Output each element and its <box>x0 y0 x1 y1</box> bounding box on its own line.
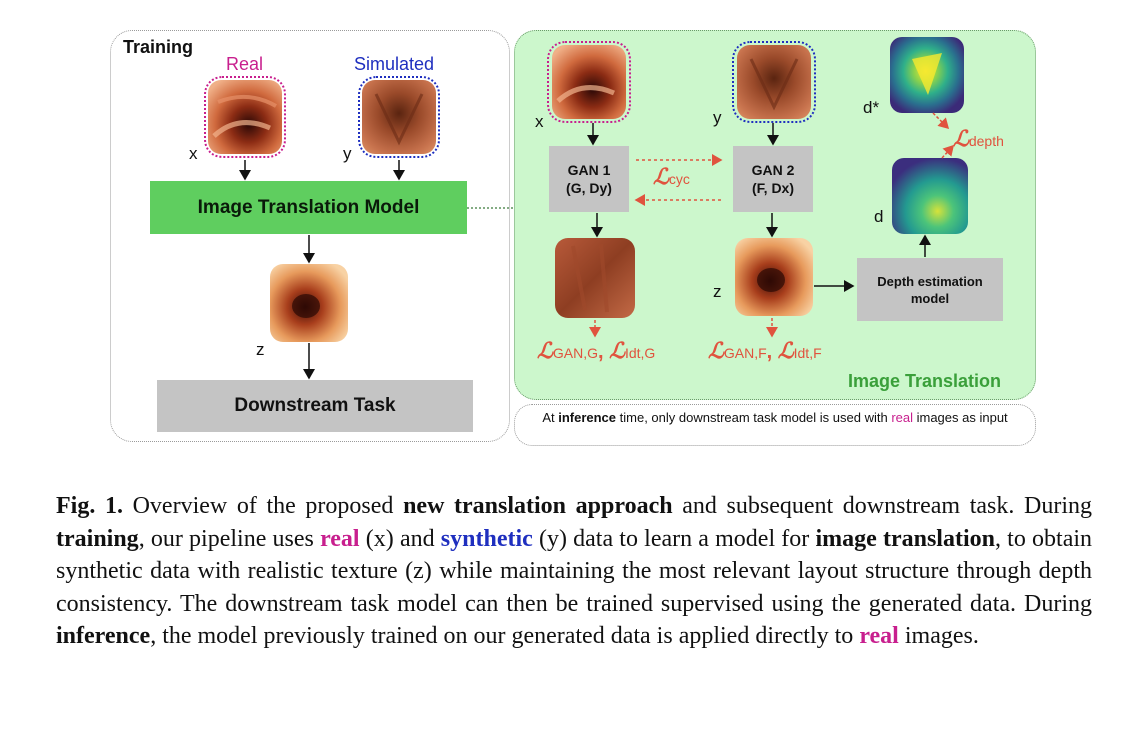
training-panel <box>110 30 510 442</box>
real-image-frame <box>204 76 286 158</box>
z-label-training: z <box>256 340 265 359</box>
gan1-title: GAN 1 <box>567 162 611 178</box>
caption-real-2: real <box>859 623 899 649</box>
simulated-label: Simulated <box>354 54 435 74</box>
gan-f-losses: ℒGAN,F, ℒIdt,F <box>708 338 822 364</box>
gan2-box: GAN 2 (F, Dx) <box>733 146 813 212</box>
gan1-params: (G, Dy) <box>566 180 612 196</box>
depth-estimation-line1: Depth estimation <box>877 273 983 289</box>
gan-g-losses: ℒGAN,G, ℒIdt,G <box>537 338 656 364</box>
depth-estimation-box: Depth estimation model <box>857 258 1003 321</box>
z-image-translation <box>735 238 813 316</box>
gan1-box: GAN 1 (G, Dy) <box>549 146 629 212</box>
cycle-loss: ℒcyc <box>653 164 690 190</box>
x-label-translation: x <box>535 112 544 131</box>
gan2-params: (F, Dx) <box>752 180 794 196</box>
depth-loss: ℒdepth <box>953 126 1004 152</box>
connectors <box>239 112 955 380</box>
y-label-translation: y <box>713 108 722 127</box>
caption-real-1: real <box>320 525 360 552</box>
caption-synthetic: synthetic <box>440 525 533 552</box>
image-translation-model-box: Image Translation Model <box>150 181 467 234</box>
ground-truth-depth-map <box>890 37 964 113</box>
simulated-image-frame <box>358 76 440 158</box>
image-translation-title: Image Translation <box>848 371 1002 391</box>
simulated-image <box>362 80 436 154</box>
z-image-training <box>270 264 348 342</box>
figure-caption: Fig. 1. Overview of the proposed new tra… <box>56 493 1093 649</box>
x-image <box>552 45 626 119</box>
inference-note: At inference time, only downstream task … <box>514 404 1036 446</box>
training-title: Training <box>123 37 194 57</box>
y-label-training: y <box>343 144 352 163</box>
depth-estimation-line2: model <box>910 290 950 306</box>
downstream-task-box: Downstream Task <box>157 380 473 432</box>
x-image-frame <box>547 41 631 123</box>
predicted-depth-map <box>892 158 968 234</box>
z-label-translation: z <box>713 282 722 301</box>
y-image-frame <box>732 41 816 123</box>
x-label-training: x <box>189 144 198 163</box>
y-image <box>737 45 811 119</box>
g-output-image <box>555 238 635 318</box>
image-translation-model-label: Image Translation Model <box>197 196 420 218</box>
gan2-title: GAN 2 <box>751 162 795 178</box>
figure-label: Fig. 1. <box>56 493 123 519</box>
d-label: d <box>874 207 884 226</box>
downstream-task-label: Downstream Task <box>234 395 396 416</box>
real-image <box>208 80 282 154</box>
dstar-label: d* <box>863 98 880 117</box>
real-label: Real <box>226 54 264 74</box>
